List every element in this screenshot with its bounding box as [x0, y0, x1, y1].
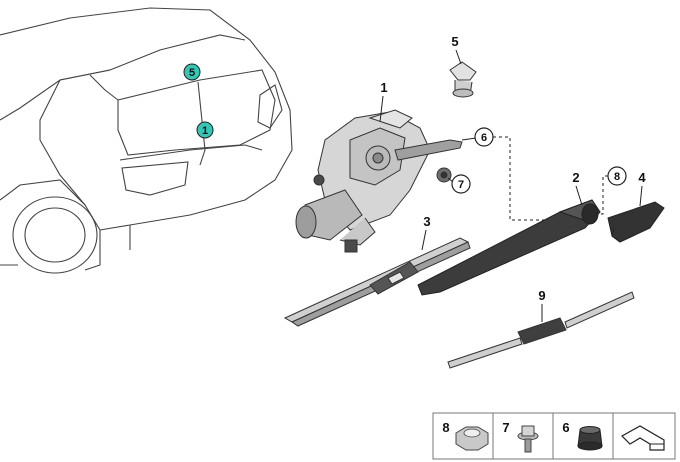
nut-icon	[455, 426, 489, 451]
wiper-blade-part	[283, 237, 471, 327]
part-label-5: 5	[451, 34, 458, 49]
bolt-callout: 7	[447, 174, 471, 194]
seal-icon	[577, 426, 603, 451]
legend-strip: 8 7 6	[432, 412, 676, 460]
reference-arrow-icon	[621, 425, 665, 451]
legend-label-6: 6	[562, 420, 569, 435]
seal-callout: 6	[461, 127, 545, 221]
part-label-4: 4	[638, 170, 646, 185]
svg-text:7: 7	[458, 179, 464, 191]
nut-callout: 8	[596, 166, 627, 215]
wiper-motor-part	[295, 109, 463, 253]
part-label-3: 3	[423, 214, 430, 229]
svg-text:1: 1	[202, 125, 208, 137]
legend-label-8: 8	[442, 420, 449, 435]
legend-label-7: 7	[502, 420, 509, 435]
arm-cover-cap-part	[607, 201, 665, 243]
part-label-9: 9	[538, 288, 545, 303]
clip-part	[449, 61, 477, 98]
vehicle-marker-1: 1	[196, 121, 214, 139]
bolt-icon	[517, 425, 539, 453]
svg-text:6: 6	[481, 132, 487, 144]
svg-text:5: 5	[189, 67, 195, 79]
part-label-1: 1	[380, 80, 387, 95]
vehicle-marker-5: 5	[183, 63, 201, 81]
svg-text:8: 8	[614, 171, 620, 183]
vehicle-outline	[0, 7, 293, 274]
wiper-shaft-part	[447, 291, 635, 369]
part-label-2: 2	[572, 170, 579, 185]
